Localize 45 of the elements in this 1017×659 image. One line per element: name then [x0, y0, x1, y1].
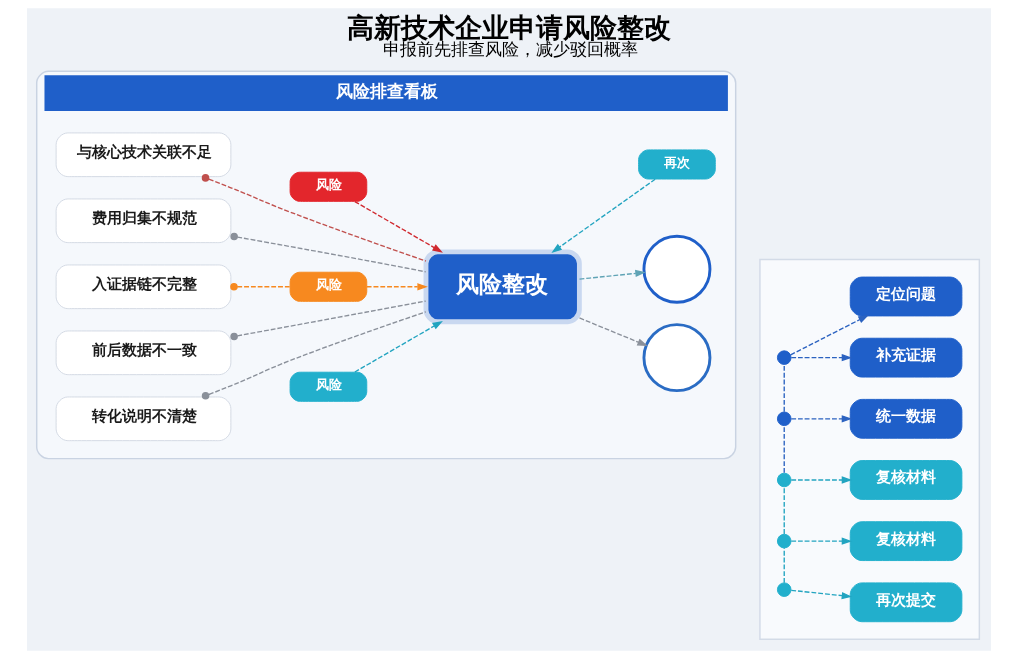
node-box: 复核材料 [849, 521, 962, 562]
arrow [353, 320, 443, 373]
node-circle [642, 234, 711, 304]
node-box: 风险 [289, 371, 367, 402]
arrow [578, 317, 648, 347]
connector [201, 174, 427, 262]
arrow [790, 537, 852, 545]
node-circle [776, 411, 791, 427]
node-box: 再次提交 [849, 582, 962, 623]
connector [783, 547, 785, 584]
node-box: 入证据链不完整 [55, 264, 231, 310]
node-box: 费用归集不规范 [55, 198, 231, 244]
node-box: 补充证据 [849, 337, 962, 378]
node-circle [776, 582, 791, 597]
node-box: 前后数据不一致 [55, 330, 231, 376]
node-box: 统一数据 [849, 398, 962, 439]
arrow [790, 476, 852, 484]
connector [229, 300, 426, 341]
node-circle [776, 533, 791, 549]
node-box: 再次 [637, 149, 716, 180]
node-circle [642, 323, 711, 393]
connector [783, 364, 785, 413]
cluster [758, 258, 980, 640]
node-box: 复核材料 [849, 460, 962, 500]
arrow [790, 415, 852, 423]
node-box: 风险整改 [423, 249, 582, 325]
node-box: 转化说明不清楚 [55, 396, 231, 442]
connector [229, 232, 426, 273]
connector [783, 486, 785, 535]
arrow [365, 283, 428, 291]
connector [229, 283, 290, 291]
arrow [790, 589, 852, 600]
node-box: 风险 [289, 171, 367, 202]
arrow [353, 200, 443, 253]
caption: 申报前先排查风险，减少驳回概率 [382, 40, 638, 60]
arrow [578, 269, 646, 280]
node-box: 与核心技术关联不足 [55, 132, 231, 178]
connector [783, 425, 785, 474]
node-box: 定位问题 [849, 276, 962, 317]
node-circle [776, 350, 791, 365]
arrow [789, 315, 869, 356]
node-box: 风险 [289, 271, 367, 302]
arrow [550, 178, 656, 253]
node-circle [776, 472, 791, 488]
arrow [790, 353, 852, 362]
